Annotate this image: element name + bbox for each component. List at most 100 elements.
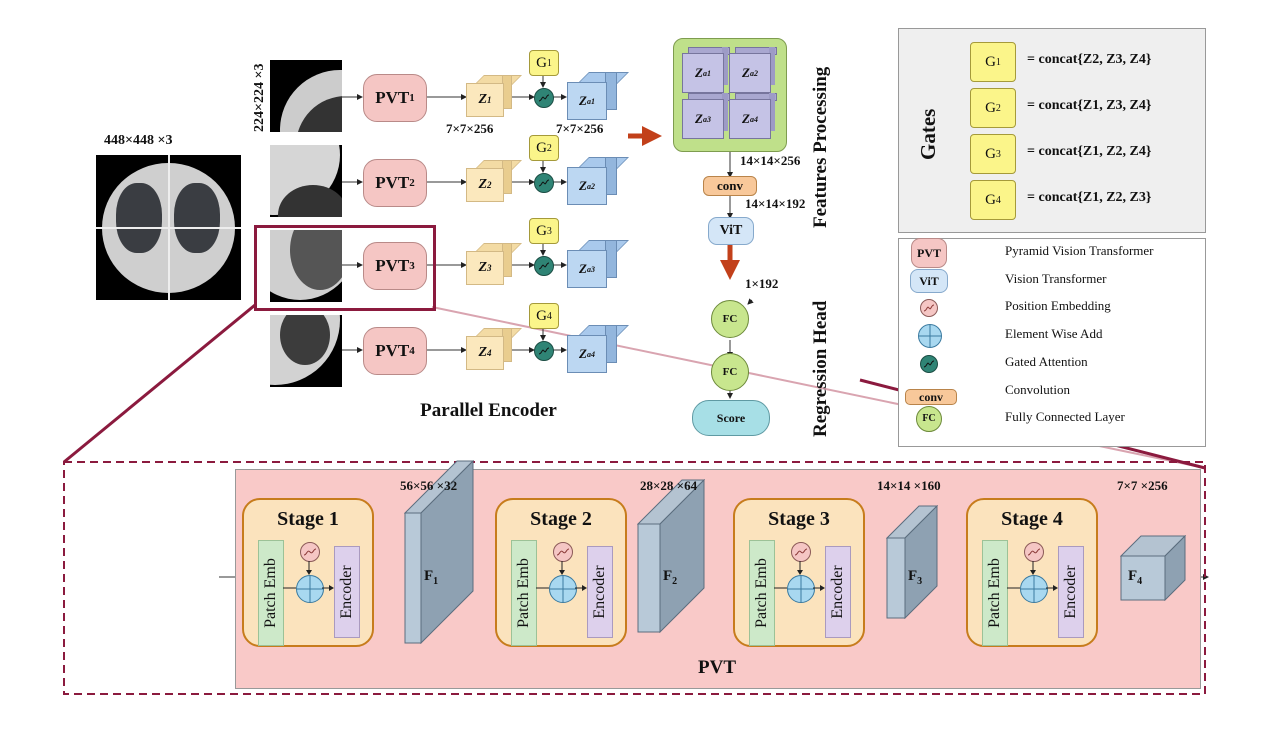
gate-label: G: [536, 139, 547, 156]
feature-letter: F: [908, 568, 918, 584]
pvt-label: PVT: [375, 341, 410, 360]
legend-symbol: ViT: [919, 274, 939, 288]
feature-map-f1: [404, 460, 512, 644]
za-superscript: a: [586, 349, 591, 359]
gate-subscript: 3: [546, 225, 552, 237]
stage-title: Stage 3: [768, 508, 830, 530]
gate-definition: = concat{Z2, Z3, Z4}: [1027, 52, 1152, 67]
z-subscript: 3: [487, 263, 492, 273]
pvt-label: PVT: [375, 256, 410, 275]
z-label: Z: [478, 260, 488, 275]
input-ct-image: [96, 155, 241, 300]
patch-image-3: [270, 230, 342, 302]
position-embedding-icon: [1024, 542, 1044, 562]
feature-dim-label: 7×7 ×256: [1117, 478, 1168, 493]
conv-block: conv: [703, 176, 757, 196]
cell-subscript: 1: [706, 68, 711, 78]
cell-superscript: a: [702, 68, 707, 78]
zoom-line-left: [63, 303, 256, 464]
pvt-zoom-frame: [63, 461, 1206, 695]
feature-map-f4: [1120, 535, 1224, 601]
dim-label-1x192: 1×192: [745, 276, 779, 291]
za-label: Z: [579, 93, 587, 108]
feature-subscript: 4: [1137, 576, 1143, 587]
legend-label: Gated Attention: [1005, 354, 1088, 369]
gate-subscript: 1: [995, 56, 1001, 68]
stage-title: Stage 2: [530, 508, 592, 530]
cell-label: Z: [695, 111, 703, 126]
feature-letter: F: [424, 568, 434, 584]
legend-label: Convolution: [1005, 382, 1071, 397]
feature-label: F4: [1128, 568, 1142, 587]
fc-layer-1: FC: [711, 300, 749, 338]
za-label: Z: [579, 346, 587, 361]
feature-dim-label: 56×56 ×32: [400, 478, 458, 493]
dim-label-256: 14×14×256: [740, 153, 801, 168]
parallel-encoder-title: Parallel Encoder: [420, 400, 557, 421]
za-superscript: a: [586, 181, 591, 191]
dim-label-192: 14×14×192: [745, 196, 806, 211]
cell-superscript: a: [749, 68, 754, 78]
gated-attention-icon: [920, 355, 938, 373]
gate-definition: = concat{Z1, Z2, Z4}: [1027, 144, 1152, 159]
encoder-block: Encoder: [334, 546, 360, 638]
pvt-detail-title: PVT: [698, 657, 736, 678]
gates-title: Gates: [916, 108, 940, 160]
gate-label: G: [985, 99, 996, 116]
za-superscript: a: [586, 264, 591, 274]
gate-label: G: [536, 54, 547, 71]
element-wise-add-icon: [918, 324, 942, 348]
cell-label: Z: [695, 65, 703, 80]
position-embedding-icon: [300, 542, 320, 562]
legend-label: Vision Transformer: [1005, 271, 1107, 286]
encoder-block: Encoder: [1058, 546, 1084, 638]
feature-dim-label: 14×14 ×160: [877, 478, 941, 493]
regression-head-title: Regression Head: [810, 300, 831, 437]
feature-subscript: 1: [433, 576, 439, 587]
gate-subscript: 2: [546, 142, 552, 154]
fc-legend-icon: FC: [916, 406, 942, 432]
legend-label: Element Wise Add: [1005, 326, 1103, 341]
z-subscript: 1: [487, 95, 492, 105]
za-label: Z: [579, 261, 587, 276]
za-dim-label: 7×7×256: [556, 121, 604, 136]
cell-subscript: 3: [706, 114, 711, 124]
feature-subscript: 2: [672, 576, 678, 587]
gates-panel: [898, 28, 1206, 233]
legend-symbol: PVT: [917, 246, 941, 260]
z-dim-label: 7×7×256: [446, 121, 494, 136]
z-label: Z: [478, 177, 488, 192]
position-embedding-icon: [791, 542, 811, 562]
patch-embedding-block: Patch Emb: [749, 540, 775, 646]
element-wise-add-icon: [787, 575, 815, 603]
stage-title: Stage 4: [1001, 508, 1063, 530]
legend-panel: [898, 238, 1206, 447]
patch-embedding-label: Patch Emb: [262, 558, 279, 628]
gate-subscript: 4: [995, 194, 1001, 206]
feature-label: F1: [424, 568, 438, 587]
gated-attention-icon: [534, 341, 554, 361]
highlight-box: [254, 225, 436, 311]
gate-subscript: 1: [546, 57, 552, 69]
feature-map-f2: [637, 479, 743, 633]
za-subscript: 2: [590, 181, 595, 191]
pvt-subscript: 1: [409, 92, 415, 104]
patch-embedding-block: Patch Emb: [258, 540, 284, 646]
pvt-subscript: 2: [409, 177, 415, 189]
